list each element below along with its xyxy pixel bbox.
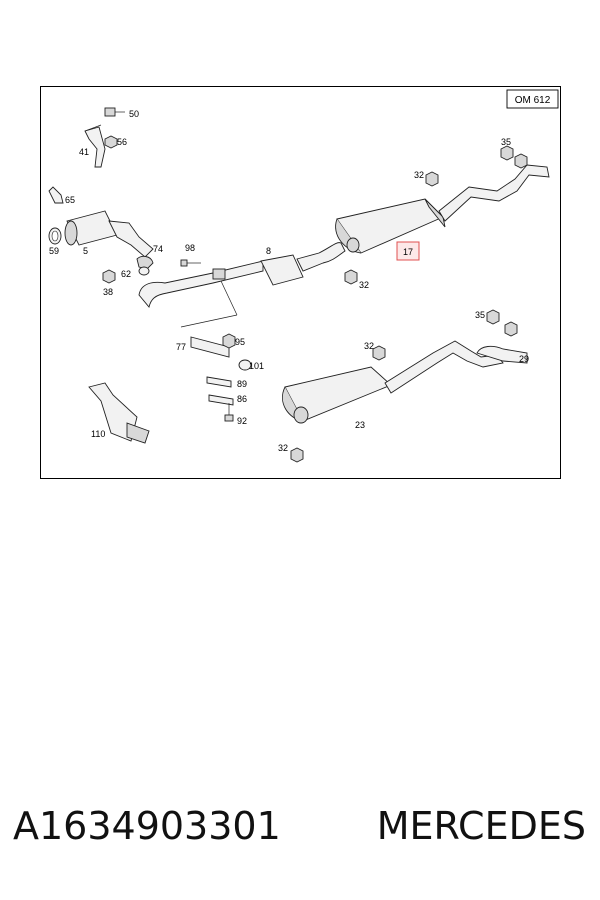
highlighted-part-box <box>396 241 420 261</box>
part-label-32: 32 <box>414 170 424 180</box>
part-label-110: 110 <box>91 429 105 439</box>
filter-110-drawing <box>88 382 150 444</box>
nut-38-drawing <box>102 269 116 284</box>
part-label-89: 89 <box>237 379 247 389</box>
part-label-32: 32 <box>278 443 288 453</box>
exhaust-diagram: OM 612 <box>48 89 559 463</box>
nut-32-drawing <box>344 269 358 285</box>
part-label-86: 86 <box>237 394 247 404</box>
part-label-32: 32 <box>364 341 374 351</box>
nut-35-drawing <box>514 153 528 169</box>
model-badge-text: OM 612 <box>515 95 551 106</box>
catalyst-8-drawing <box>260 242 346 286</box>
catalyst-5-drawing <box>64 210 154 258</box>
part-label-50: 50 <box>129 109 139 119</box>
part-label-41: 41 <box>79 147 89 157</box>
part-label-65: 65 <box>65 195 75 205</box>
part-label-8: 8 <box>266 246 271 256</box>
nut-35-drawing <box>500 145 514 161</box>
part-label-59: 59 <box>49 246 59 256</box>
bracket-77-drawing <box>190 336 230 358</box>
part-label-95: 95 <box>235 337 245 347</box>
nut-56-drawing <box>104 135 118 149</box>
leader-line <box>220 280 238 316</box>
bolt-92-drawing <box>224 403 234 422</box>
part-label-77: 77 <box>176 342 186 352</box>
bracket-41-drawing <box>84 124 106 168</box>
bolt-50-drawing <box>104 107 125 117</box>
nut-95-drawing <box>222 333 236 349</box>
strap-86-drawing <box>208 394 234 406</box>
leader-line <box>180 314 238 328</box>
part-label-74: 74 <box>153 244 163 254</box>
part-label-32: 32 <box>359 280 369 290</box>
clip-65-drawing <box>48 186 64 204</box>
part-label-35: 35 <box>501 137 511 147</box>
strap-89-drawing <box>206 376 232 388</box>
tail-pipe-upper-drawing <box>438 164 550 222</box>
front-pipe-drawing <box>138 260 264 308</box>
part-label-17: 17 <box>403 247 413 257</box>
tail-pipe-lower-drawing <box>384 340 528 394</box>
nut-35-drawing <box>504 321 518 337</box>
part-label-35: 35 <box>475 310 485 320</box>
silencer-23-drawing <box>282 366 392 424</box>
model-badge: OM 612 <box>506 89 559 109</box>
silencer-17-drawing <box>335 198 446 254</box>
part-number: A1634903301 <box>13 804 281 848</box>
part-label-5: 5 <box>83 246 88 256</box>
part-label-92: 92 <box>237 416 247 426</box>
part-label-98: 98 <box>185 243 195 253</box>
part-label-29: 29 <box>519 354 529 364</box>
part-label-56: 56 <box>117 137 127 147</box>
brand-name: MERCEDES <box>376 804 586 848</box>
part-label-23: 23 <box>355 420 365 430</box>
exhaust-diagram-frame: OM 612 <box>40 86 561 479</box>
part-label-62: 62 <box>121 269 131 279</box>
part-label-38: 38 <box>103 287 113 297</box>
nut-32-drawing <box>425 171 439 187</box>
nut-35-drawing <box>486 309 500 325</box>
part-label-101: 101 <box>249 361 264 371</box>
washer-62-drawing <box>138 266 150 276</box>
nut-32-drawing <box>372 345 386 361</box>
bolt-98-drawing <box>180 259 201 267</box>
part-caption: A1634903301 MERCEDES <box>0 804 600 848</box>
nut-32-drawing <box>290 447 304 463</box>
washer-101-drawing <box>238 359 252 371</box>
